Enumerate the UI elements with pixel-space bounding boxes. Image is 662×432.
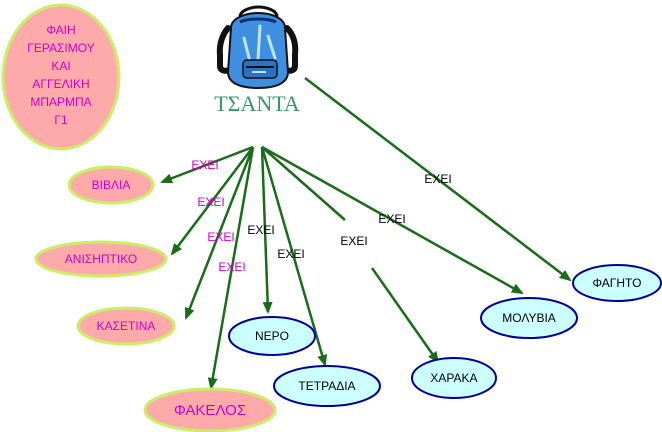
edge-label-kasetina: ΕΧΕΙ (207, 230, 234, 244)
edge-label-vivlia: ΕΧΕΙ (191, 158, 218, 172)
node-fagito[interactable]: ΦΑΓΗΤΟ (572, 264, 662, 302)
edge-haraka (370, 267, 440, 364)
node-tetradia-label: ΤΕΤΡΑΔΙΑ (298, 379, 355, 393)
node-nero-label: ΝΕΡΟ (255, 329, 289, 343)
node-haraka[interactable]: ΧΑΡΑΚΑ (411, 357, 497, 399)
central-node-label: ΤΣΑΝΤΑ (214, 91, 300, 116)
edge-fakelos (207, 146, 255, 390)
backpack-icon (216, 5, 299, 90)
author-line-6: Γ1 (54, 113, 68, 127)
node-molyvia[interactable]: ΜΟΛΥΒΙΑ (480, 297, 578, 339)
edge-label-fagito: ΕΧΕΙ (424, 172, 451, 186)
author-line-3: ΚΑΙ (51, 59, 70, 73)
node-fakelos[interactable]: ΦΑΚΕΛΟΣ (143, 387, 277, 432)
node-nero[interactable]: ΝΕΡΟ (228, 316, 316, 356)
edge-label-molyvia: ΕΧΕΙ (378, 212, 405, 226)
edge-tail-haraka (261, 146, 346, 221)
edge-anisiptiko (170, 146, 254, 256)
node-kasetina-label: ΚΑΣΕΤΙΝΑ (97, 319, 156, 333)
edge-vivlia (160, 145, 254, 184)
edge-label-tetradia: ΕΧΕΙ (277, 247, 304, 261)
edge-fagito (304, 77, 572, 282)
node-vivlia-label: ΒΙΒΛΙΑ (92, 178, 131, 192)
edge-label-haraka: ΕΧΕΙ (340, 234, 367, 248)
node-molyvia-label: ΜΟΛΥΒΙΑ (502, 311, 556, 325)
edge-kasetina (184, 146, 255, 320)
node-haraka-label: ΧΑΡΑΚΑ (430, 371, 477, 385)
node-vivlia[interactable]: ΒΙΒΛΙΑ (67, 165, 155, 205)
edge-label-nero: ΕΧΕΙ (247, 223, 274, 237)
edge-molyvia (261, 145, 524, 295)
edge-nero (260, 146, 273, 314)
node-anisiptiko[interactable]: ΑΝΙΣΗΠΤΙΚΟ (34, 240, 168, 278)
node-fakelos-label: ΦΑΚΕΛΟΣ (174, 402, 246, 419)
edges (160, 77, 572, 390)
edge-tetradia (260, 146, 328, 367)
author-card-ellipse (1, 3, 121, 151)
node-anisiptiko-label: ΑΝΙΣΗΠΤΙΚΟ (65, 252, 137, 266)
author-card: ΦΑΙΗ ΓΕΡΑΣΙΜΟΥ ΚΑΙ ΑΓΓΕΛΙΚΗ ΜΠΑΡΜΠΑ Γ1 (1, 3, 121, 151)
edge-label-fakelos: ΕΧΕΙ (218, 260, 245, 274)
edge-label-anisiptiko: ΕΧΕΙ (197, 195, 224, 209)
author-line-5: ΜΠΑΡΜΠΑ (30, 95, 91, 109)
author-line-4: ΑΓΓΕΛΙΚΗ (32, 77, 89, 91)
author-line-2: ΓΕΡΑΣΙΜΟΥ (27, 41, 94, 55)
node-fagito-label: ΦΑΓΗΤΟ (593, 276, 642, 290)
node-tetradia[interactable]: ΤΕΤΡΑΔΙΑ (273, 365, 381, 407)
node-kasetina[interactable]: ΚΑΣΕΤΙΝΑ (76, 306, 176, 346)
author-line-1: ΦΑΙΗ (46, 23, 75, 37)
